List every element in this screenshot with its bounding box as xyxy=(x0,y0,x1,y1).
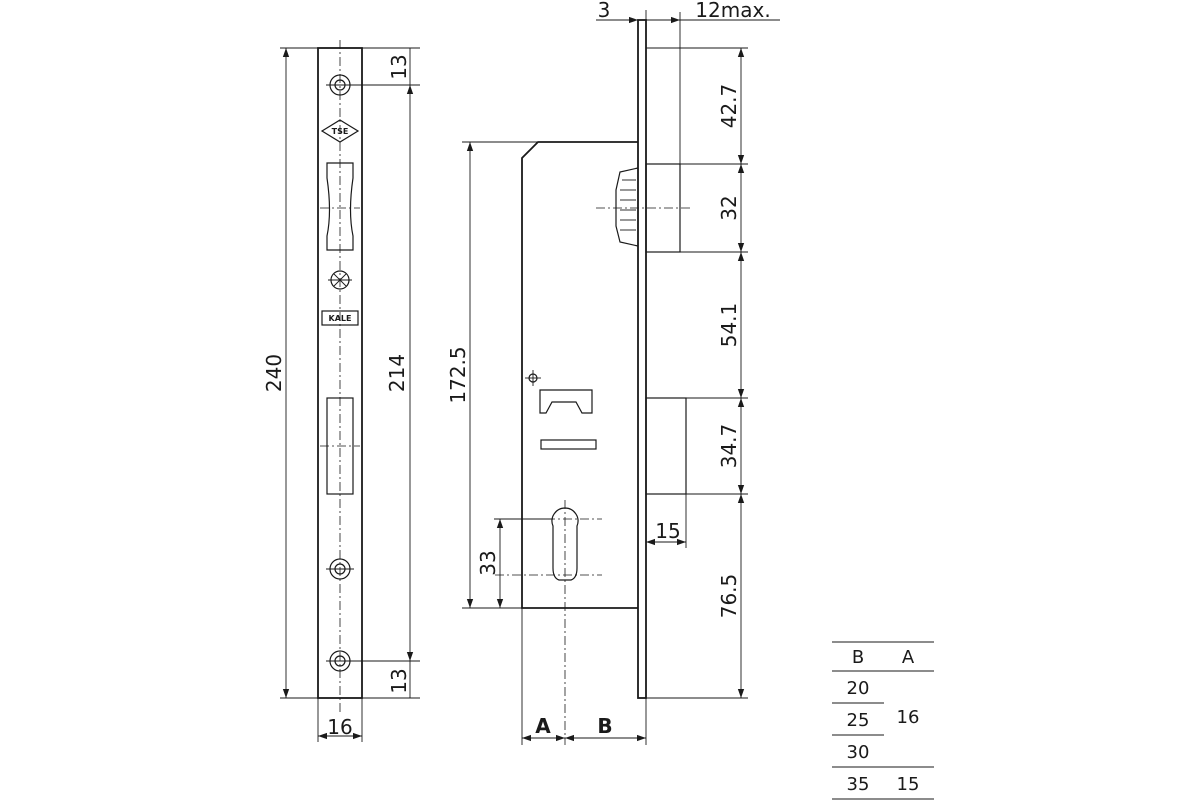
dim-34-7-label: 34.7 xyxy=(717,424,741,469)
dim-33-label: 33 xyxy=(476,550,500,575)
table-header-b: B xyxy=(852,647,864,668)
dim-12max-label: 12max. xyxy=(695,0,770,22)
dim-3-label: 3 xyxy=(598,0,611,22)
dimension-a-b: A B xyxy=(521,608,647,745)
middle-screw xyxy=(328,270,352,290)
cylinder-profile xyxy=(495,500,602,745)
dimension-16: 16 xyxy=(317,698,363,742)
table-cell-a: 15 xyxy=(897,774,920,795)
table-cell-b: 25 xyxy=(847,710,870,731)
lower-screw-hole xyxy=(326,558,354,580)
dim-bottom-13-label: 13 xyxy=(387,668,411,693)
dimension-bottom-13: 13 xyxy=(362,661,420,699)
dim-76-5-label: 76.5 xyxy=(717,574,741,619)
dimension-15: 15 xyxy=(646,494,687,548)
table-cell-b: 30 xyxy=(847,742,870,763)
dim-b-label: B xyxy=(597,714,612,738)
dimension-172-5: 172.5 xyxy=(446,141,538,609)
lock-case xyxy=(521,141,638,609)
deadbolt-opening xyxy=(320,397,360,495)
dim-top-13-label: 13 xyxy=(387,54,411,79)
deadbolt xyxy=(645,397,687,495)
dim-16-label: 16 xyxy=(327,715,352,739)
side-faceplate xyxy=(637,19,647,699)
table-cell-a: 16 xyxy=(897,707,920,728)
dimension-240: 240 xyxy=(262,47,318,699)
table-cell-b: 35 xyxy=(847,774,870,795)
dim-172-5-label: 172.5 xyxy=(446,346,470,403)
kale-logo: KALE xyxy=(321,310,359,326)
dim-42-7-label: 42.7 xyxy=(717,84,741,129)
dimension-top-13: 13 xyxy=(362,47,420,85)
dim-54-1-label: 54.1 xyxy=(717,303,741,348)
side-view: 3 12max. 42.7 32 54.1 34.7 76.5 1 xyxy=(446,0,780,745)
tse-logo: TSE xyxy=(320,119,360,143)
dimension-table: B A 20 25 30 35 16 15 xyxy=(832,641,934,800)
latch-bolt xyxy=(596,163,690,253)
front-view: TSE KALE xyxy=(262,40,420,742)
follower-slot xyxy=(525,370,593,414)
table-header-a: A xyxy=(902,647,915,668)
latch-opening xyxy=(320,162,360,251)
dimension-33: 33 xyxy=(476,518,553,609)
dim-214-label: 214 xyxy=(385,354,409,392)
table-cell-b: 20 xyxy=(847,678,870,699)
dim-15-label: 15 xyxy=(655,519,680,543)
small-slot xyxy=(540,439,597,450)
dim-240-label: 240 xyxy=(262,354,286,392)
dim-a-label: A xyxy=(535,714,551,738)
dimension-thickness: 3 12max. xyxy=(596,0,780,164)
svg-text:KALE: KALE xyxy=(329,314,352,323)
svg-text:TSE: TSE xyxy=(332,127,349,136)
dimension-chain-right: 42.7 32 54.1 34.7 76.5 xyxy=(646,47,748,699)
dim-32-label: 32 xyxy=(717,195,741,220)
dimension-214: 214 xyxy=(340,84,420,662)
